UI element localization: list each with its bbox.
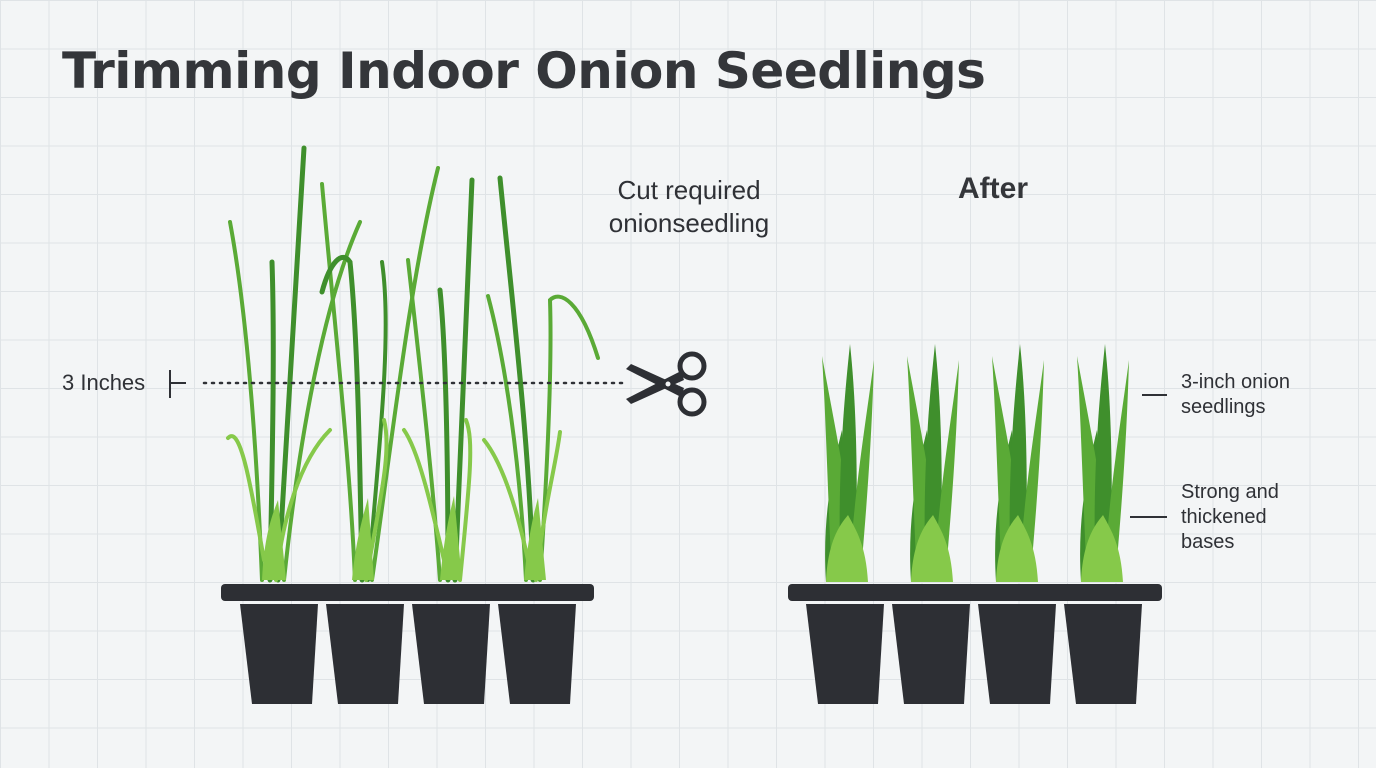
bases-callout-line-3: bases [1181,531,1235,553]
page-title: Trimming Indoor Onion Seedlings [62,42,986,100]
cut-label-line-1: Cut required [617,175,761,205]
after-heading: After [957,172,1028,205]
cut-label-line-2: onionseedling [608,208,770,238]
trimmed-seedling [1077,344,1129,582]
overgrown-clump [402,177,475,583]
overgrown-seedlings [226,145,600,583]
seedlings-callout-line-2: seedlings [1181,396,1266,418]
before-seedling-tray [221,584,594,704]
trimmed-seedlings [822,344,1129,582]
trimmed-seedling [907,344,959,582]
overgrown-clump [226,145,362,583]
cut-height-marker [169,370,186,398]
trimmed-seedling [992,344,1044,582]
seedlings-callout: 3-inch onion seedlings [1181,370,1290,420]
measure-label: 3 Inches [62,370,146,395]
overgrown-clump [482,175,600,583]
scissors-icon [626,351,707,417]
overgrown-clump [319,166,440,583]
trimmed-seedling [822,344,874,582]
bases-callout-line-1: Strong and [1181,481,1279,503]
after-seedling-tray [788,584,1162,704]
cut-label: Cut required onionseedling [596,174,782,240]
bases-callout: Strong and thickened bases [1181,480,1279,555]
seedlings-callout-line-1: 3-inch onion [1181,371,1290,393]
bases-callout-line-2: thickened [1181,506,1267,528]
